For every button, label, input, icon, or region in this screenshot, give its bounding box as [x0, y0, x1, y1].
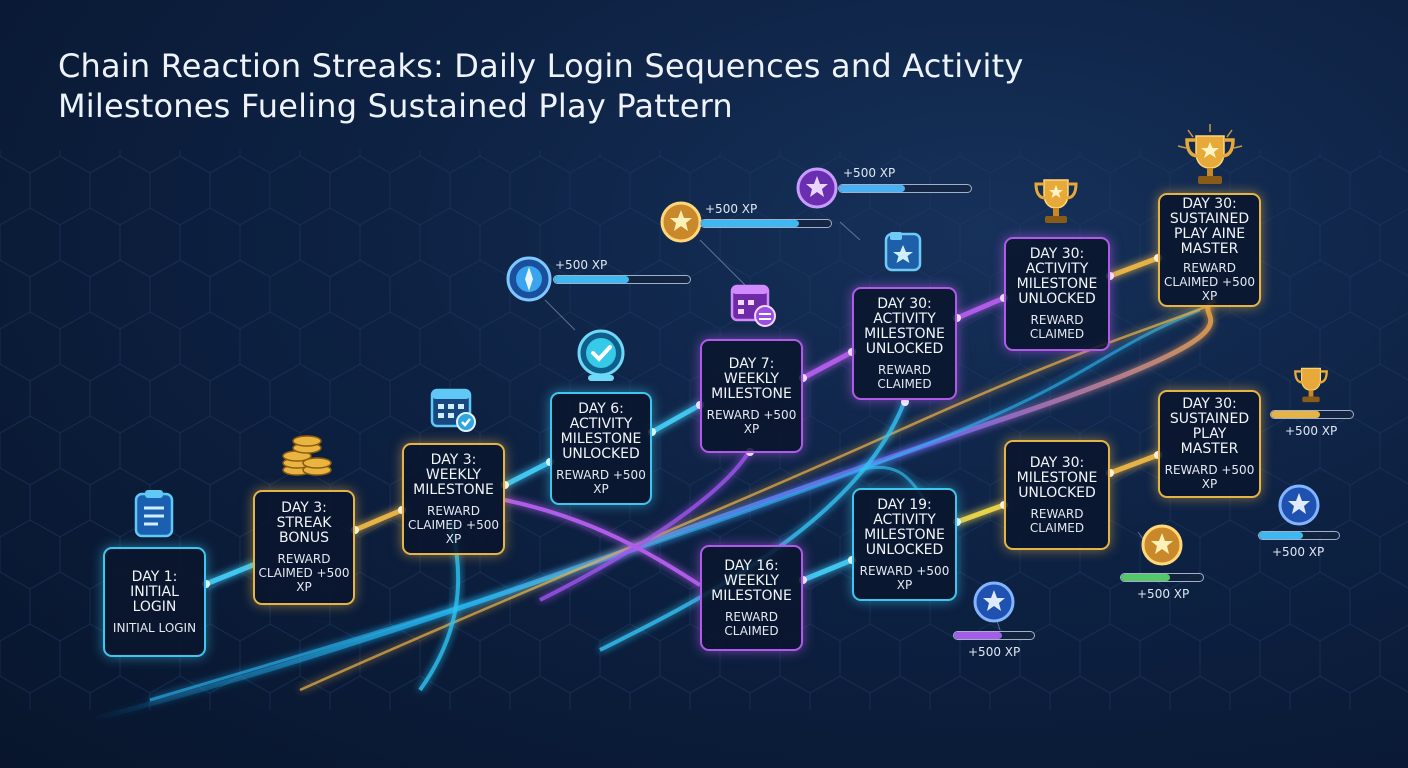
trophy-icon [1177, 124, 1243, 184]
xp-progress-bar [953, 631, 1035, 640]
xp-label: +500 XP [1272, 545, 1325, 559]
node-title: Day 30: Sustained Play Master [1169, 396, 1250, 457]
node-reward: Reward Claimed +500 XP [407, 503, 500, 546]
xp-progress-bar [553, 275, 691, 284]
node-title: Day 30: Milestone Unlocked [1016, 454, 1098, 501]
node-day30-sustained-play-aine-master[interactable]: Day 30: Sustained Play Aine Master Rewar… [1158, 193, 1261, 307]
calendar-check-icon [430, 388, 476, 432]
page-title: Chain Reaction Streaks: Daily Login Sequ… [58, 47, 1024, 125]
xp-label: +500 XP [968, 645, 1021, 659]
node-reward: Initial Login [112, 620, 197, 635]
node-reward: Reward +500 XP [556, 467, 646, 496]
node-title: Day 19: Activity Milestone Unlocked [864, 496, 945, 558]
node-reward: Reward Claimed [1029, 506, 1085, 535]
node-title: Day 3: Weekly Milestone [413, 451, 494, 498]
xp-label: +500 XP [705, 202, 758, 216]
node-reward: Reward Claimed [724, 609, 779, 638]
node-day19-activity-milestone[interactable]: Day 19: Activity Milestone Unlocked Rewa… [852, 488, 957, 601]
node-reward: Reward Claimed +500 XP [1163, 261, 1256, 303]
node-day3-streak-bonus[interactable]: Day 3: Streak Bonus Reward Claimed +500 … [253, 490, 355, 605]
node-day30-activity-milestone[interactable]: Day 30: Activity Milestone Unlocked Rewa… [852, 287, 957, 400]
node-day3-weekly-milestone[interactable]: Day 3: Weekly Milestone Reward Claimed +… [402, 443, 505, 555]
xp-progress-bar [838, 184, 972, 193]
trophy-icon [1034, 179, 1078, 223]
xp-label: +500 XP [843, 166, 896, 180]
node-day1-initial-login[interactable]: Day 1: Initial Login Initial Login [103, 547, 206, 657]
blue-star-badge-icon [973, 581, 1015, 623]
node-title: Day 30: Activity Milestone Unlocked [1016, 246, 1098, 307]
checkmark-badge-icon [577, 329, 625, 381]
xp-progress-bar [1258, 531, 1340, 540]
xp-label: +500 XP [555, 258, 608, 272]
node-title: Day 7: Weekly Milestone [711, 355, 792, 402]
node-day7-weekly-milestone[interactable]: Day 7: Weekly Milestone Reward +500 XP [700, 339, 803, 453]
node-reward: Reward +500 XP [706, 407, 797, 436]
node-day30-milestone-unlocked[interactable]: Day 30: Milestone Unlocked Reward Claime… [1004, 440, 1110, 550]
compass-badge-icon [506, 256, 552, 302]
xp-progress-bar [1120, 573, 1204, 582]
node-reward: Reward Claimed [877, 362, 932, 391]
node-reward: Reward Claimed +500 XP [258, 552, 350, 594]
gold-star-badge-icon [660, 201, 702, 243]
node-reward: Reward +500 XP [859, 563, 950, 592]
xp-label: +500 XP [1137, 587, 1190, 601]
trophy-icon [1294, 367, 1328, 403]
blue-star-badge-icon [1278, 484, 1320, 526]
xp-progress-bar [700, 219, 832, 228]
node-title: Day 1: Initial Login [130, 568, 179, 615]
node-day30-activity-milestone-upper[interactable]: Day 30: Activity Milestone Unlocked Rewa… [1004, 237, 1110, 351]
node-day6-activity-milestone[interactable]: Day 6: Activity Milestone Unlocked Rewar… [550, 392, 652, 505]
node-reward: Reward +500 XP [1164, 463, 1255, 491]
node-day16-weekly-milestone[interactable]: Day 16: Weekly Milestone Reward Claimed [700, 545, 803, 651]
xp-progress-bar [1270, 410, 1354, 419]
node-title: Day 30: Sustained Play Aine Master [1169, 196, 1250, 257]
node-reward: Reward Claimed [1029, 313, 1085, 341]
violet-star-badge-icon [796, 167, 838, 209]
clipboard-icon [134, 490, 174, 538]
shield-card-icon [884, 232, 922, 272]
node-day30-sustained-play-master[interactable]: Day 30: Sustained Play Master Reward +50… [1158, 390, 1261, 498]
node-title: Day 30: Activity Milestone Unlocked [864, 295, 945, 357]
node-title: Day 16: Weekly Milestone [711, 557, 792, 604]
node-title: Day 3: Streak Bonus [276, 500, 332, 546]
node-title: Day 6: Activity Milestone Unlocked [560, 400, 642, 462]
connector-lines [203, 255, 1161, 587]
gold-star-badge-icon [1141, 524, 1183, 566]
xp-label: +500 XP [1285, 424, 1338, 438]
coin-stack-icon [282, 435, 332, 476]
calendar-icon [730, 284, 776, 327]
